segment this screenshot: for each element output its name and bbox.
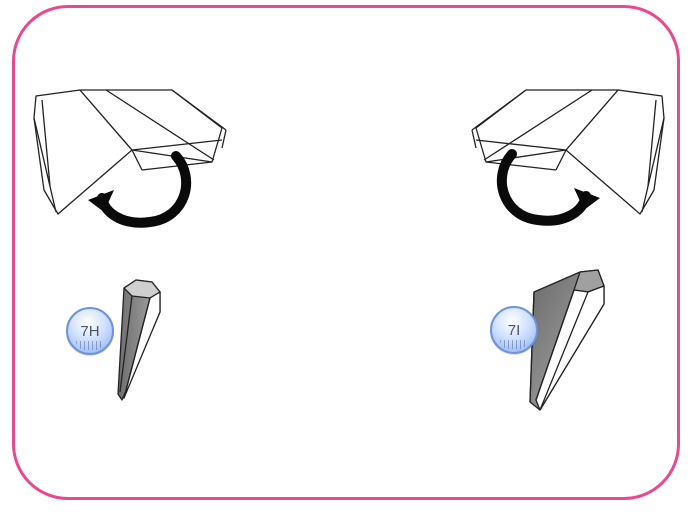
pink-rounded-frame — [12, 5, 680, 500]
step-7h-shape — [117, 279, 161, 401]
right-fold-model — [471, 89, 665, 215]
left-fold-model — [33, 89, 227, 215]
step-label-7h: 7H — [80, 322, 100, 340]
step-label-7i: 7I — [507, 321, 521, 339]
step-badge-7h: 7H — [66, 307, 114, 355]
step-7i-shape — [529, 269, 605, 411]
step-badge-7i: 7I — [490, 306, 538, 354]
curved-arrow-counterclockwise-icon — [88, 151, 192, 228]
curved-arrow-clockwise-icon — [496, 149, 600, 226]
